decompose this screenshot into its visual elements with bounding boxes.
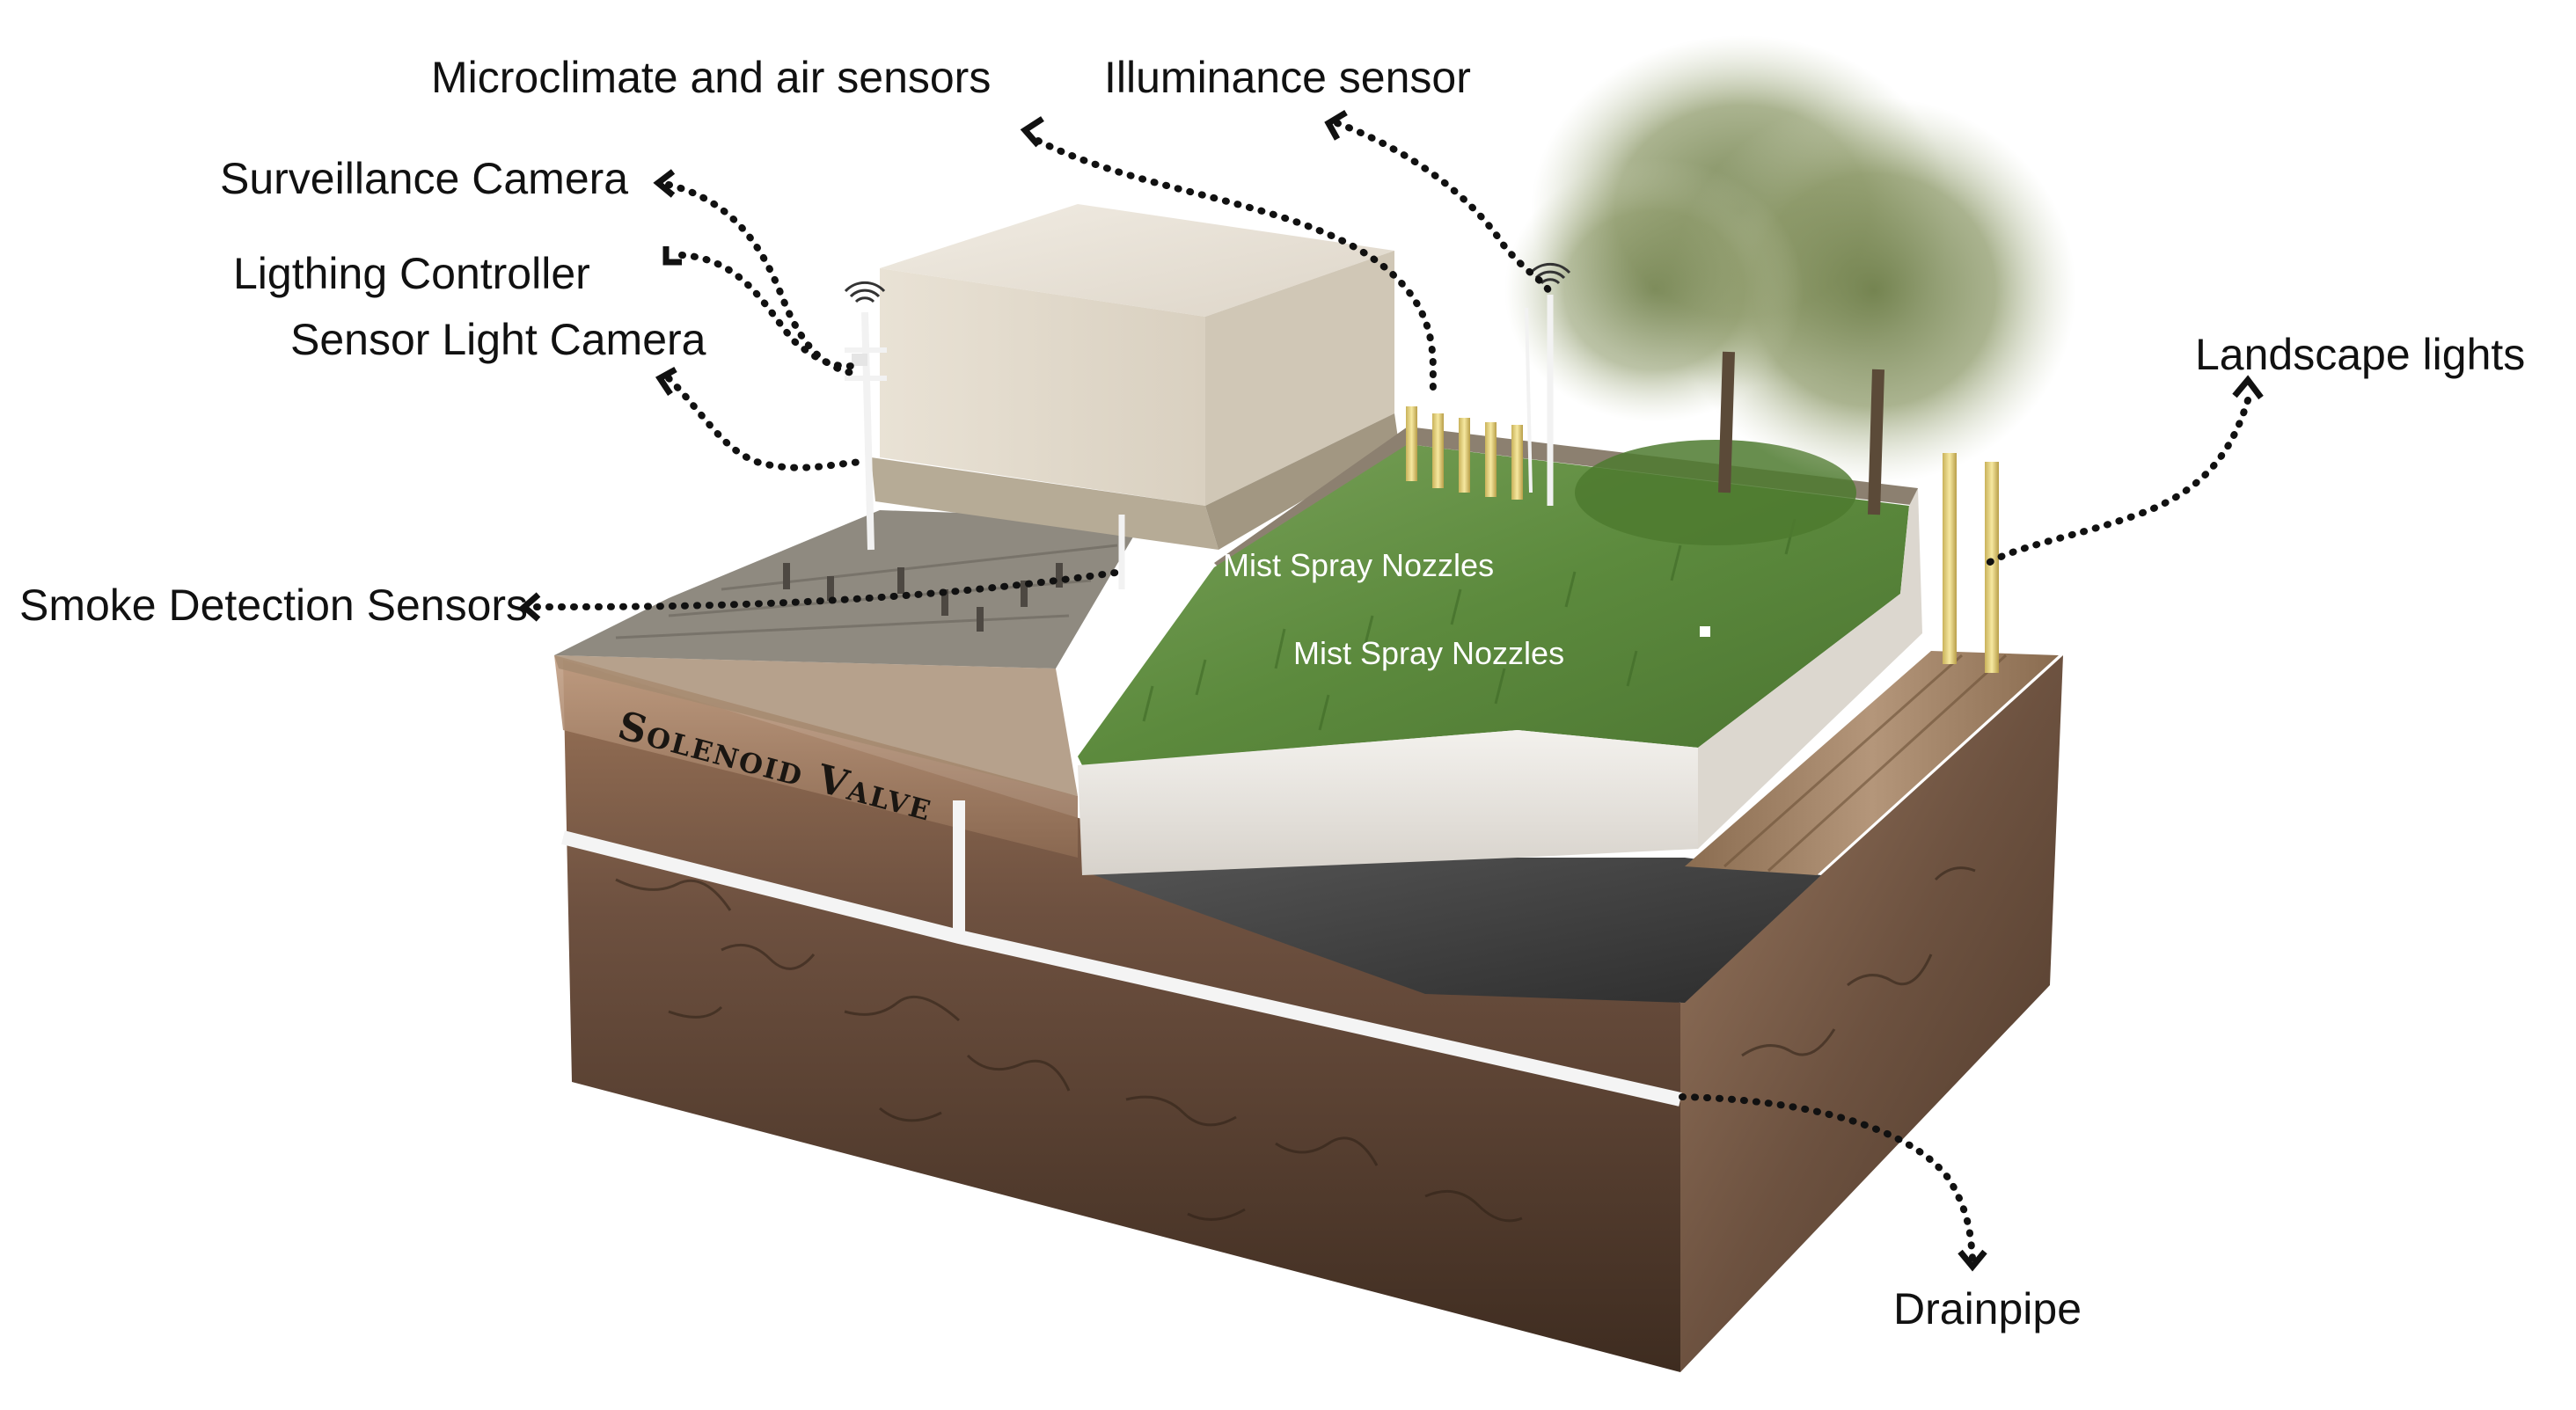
label-smoke-detection-sensors: Smoke Detection Sensors — [19, 581, 528, 630]
soil-top-band — [554, 655, 1078, 858]
soil-texture — [615, 866, 1976, 1223]
planter-front-wall — [1078, 730, 1698, 875]
green-roof-planter — [1078, 427, 1922, 875]
label-illuminance-sensor: Illuminance sensor — [1104, 53, 1471, 102]
leader-lines — [533, 120, 2251, 1261]
people-figures — [783, 563, 1063, 632]
label-lighting-controller: Ligthing Controller — [233, 249, 590, 298]
microclimate-sensor-posts — [1406, 406, 1523, 500]
wifi-icon — [1529, 262, 1571, 285]
asphalt-base — [1082, 858, 1821, 1003]
paved-plaza — [554, 510, 1144, 668]
soil-front-face — [563, 660, 1680, 1372]
label-mist-spray-nozzles-1: Mist Spray Nozzles — [1223, 547, 1494, 583]
label-microclimate-air-sensors: Microclimate and air sensors — [431, 53, 991, 102]
landscape-light-posts — [1943, 453, 1999, 673]
label-mist-spray-nozzles-2: Mist Spray Nozzles — [1293, 635, 1564, 671]
arrowheads — [519, 109, 2264, 1272]
wifi-icon — [844, 281, 886, 303]
label-surveillance-camera: Surveillance Camera — [220, 154, 628, 203]
mist-nozzle-marker — [1700, 626, 1710, 637]
soil-right-face — [1680, 655, 2063, 1372]
label-drainpipe: Drainpipe — [1893, 1284, 2082, 1333]
label-landscape-lights: Landscape lights — [2195, 330, 2525, 379]
planter-right-wall — [1698, 488, 1922, 849]
concrete-block — [871, 204, 1399, 550]
label-sensor-light-camera: Sensor Light Camera — [290, 315, 706, 364]
camera-lighting-pole — [845, 311, 887, 551]
soil-block — [554, 655, 2063, 1372]
trees — [1504, 35, 2076, 515]
illuminance-sensor-pole — [1525, 295, 1554, 506]
